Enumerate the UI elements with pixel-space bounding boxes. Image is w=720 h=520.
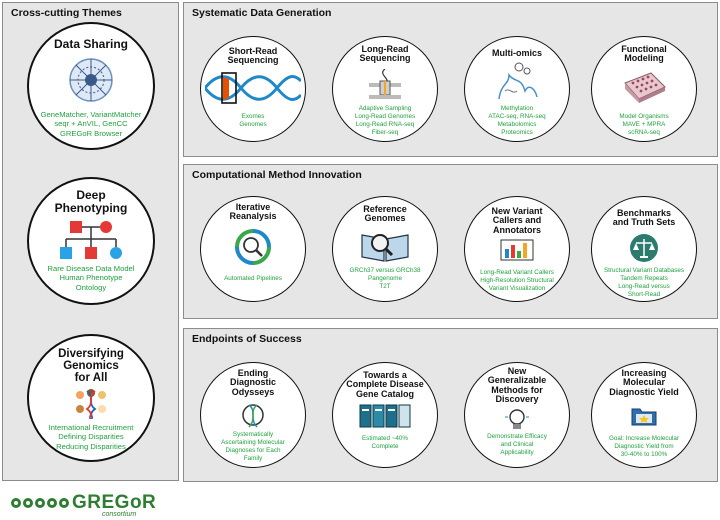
nanopore-icon xyxy=(369,69,401,99)
data-sharing-circle: Data Sharing GeneMatcher, VariantMatcher… xyxy=(27,22,155,150)
gregor-logo: GREGoR consortium xyxy=(10,492,190,518)
panel-title: Computational Method Innovation xyxy=(192,169,362,181)
pedigree-icon xyxy=(60,221,122,259)
logo-dots-icon xyxy=(11,498,69,508)
lightbulb-icon xyxy=(505,409,529,429)
molecule-icon xyxy=(498,62,538,100)
dna-target-icon xyxy=(242,404,264,428)
circle-title: Multi-omics xyxy=(491,48,542,58)
reanalysis-cycle-icon xyxy=(235,229,271,265)
circle-description: Estimated ~40%Complete xyxy=(361,435,409,450)
circle-description: Automated Pipelines xyxy=(224,275,282,282)
variant-chart-icon xyxy=(500,239,534,261)
folder-icon xyxy=(631,408,657,426)
panel-title: Systematic Data Generation xyxy=(192,7,332,19)
logo-subtitle: consortium xyxy=(102,511,137,518)
well-plate-icon xyxy=(624,72,666,103)
network-icon xyxy=(69,58,113,102)
dna-helix-icon xyxy=(205,72,301,104)
panel-title: Cross-cutting Themes xyxy=(11,7,122,19)
circle-title: Data Sharing xyxy=(53,37,128,51)
diverse-people-icon xyxy=(76,389,106,419)
scales-icon xyxy=(630,234,658,262)
book-magnifier-icon xyxy=(361,234,409,262)
books-icon xyxy=(359,404,411,428)
logo-name: GREGoR xyxy=(72,492,157,513)
panel-title: Endpoints of Success xyxy=(192,333,302,345)
